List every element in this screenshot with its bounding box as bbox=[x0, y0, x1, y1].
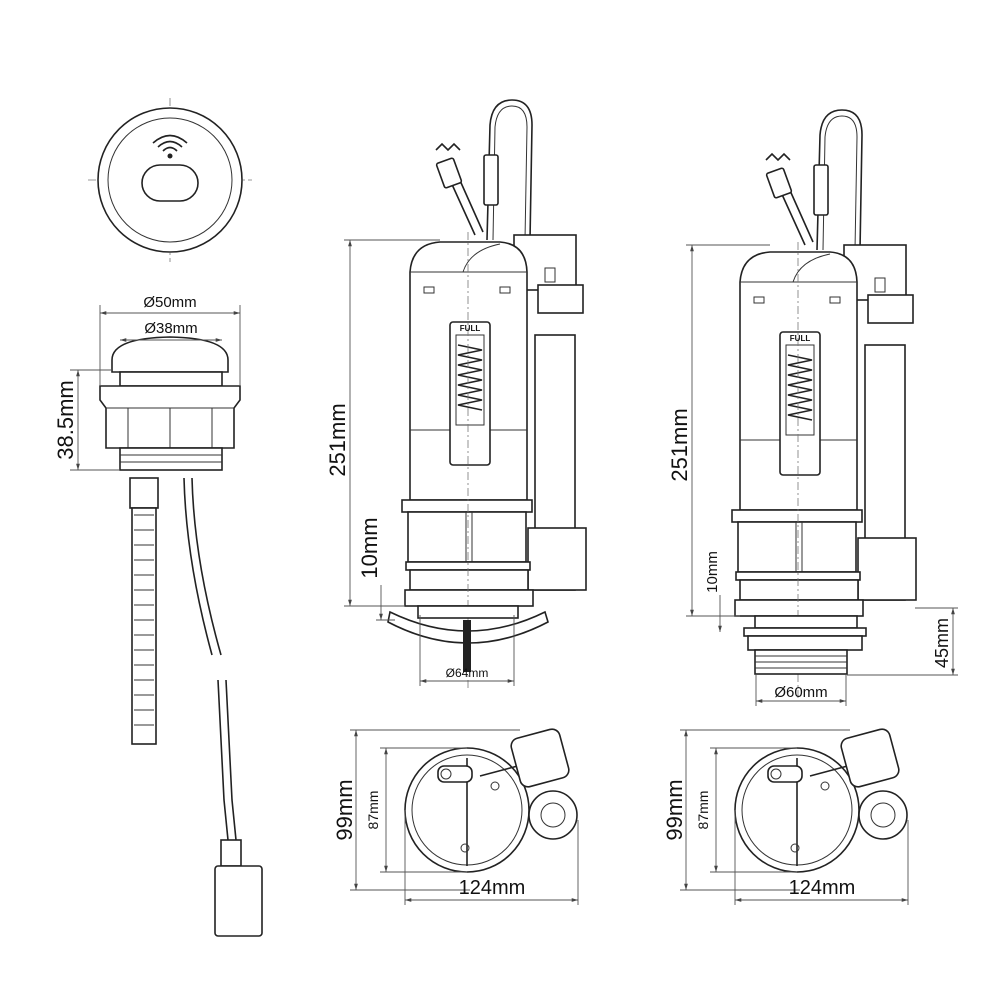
button-outer-diameter: Ø50mm bbox=[143, 294, 196, 311]
valve-1-plan-view: 99mm 87mm 124mm bbox=[332, 726, 579, 905]
valve-1-plan-depth: 99mm bbox=[332, 779, 357, 840]
wireless-sensor-icon bbox=[152, 134, 188, 159]
valve-2-gap: 10mm bbox=[704, 551, 721, 593]
valve-2-thread-height: 45mm bbox=[932, 618, 952, 668]
valve-1-dimensions: 251mm 10mm Ø64mm bbox=[325, 239, 515, 686]
valve-1-base-diameter: Ø64mm bbox=[446, 666, 489, 680]
valve-2-plan-inner: 87mm bbox=[695, 791, 711, 830]
valve-2-plan-depth: 99mm bbox=[662, 779, 687, 840]
gauge-label: FULL bbox=[790, 334, 811, 343]
valve-2-side-view: FULL bbox=[731, 109, 917, 701]
valve-1-plan-width: 124mm bbox=[459, 877, 526, 899]
button-dimensions: Ø50mm Ø38mm 38.5mm bbox=[53, 294, 241, 471]
valve-2-plan-view: 99mm 87mm 124mm bbox=[662, 726, 909, 905]
valve-1-plan-inner: 87mm bbox=[365, 791, 381, 830]
button-top-view bbox=[88, 98, 252, 262]
button-side-view bbox=[99, 336, 263, 937]
gauge-label: FULL bbox=[460, 324, 481, 333]
valve-1-side-view: FULL bbox=[387, 99, 587, 691]
valve-1-height: 251mm bbox=[325, 403, 350, 476]
valve-1-gap: 10mm bbox=[357, 517, 382, 578]
valve-2-plan-width: 124mm bbox=[789, 877, 856, 899]
valve-2-height: 251mm bbox=[667, 408, 692, 481]
button-height: 38.5mm bbox=[53, 380, 78, 459]
button-inner-diameter: Ø38mm bbox=[144, 320, 197, 337]
valve-2-base-diameter: Ø60mm bbox=[774, 684, 827, 701]
valve-2-dimensions: 251mm 10mm 45mm Ø60mm bbox=[667, 244, 958, 706]
